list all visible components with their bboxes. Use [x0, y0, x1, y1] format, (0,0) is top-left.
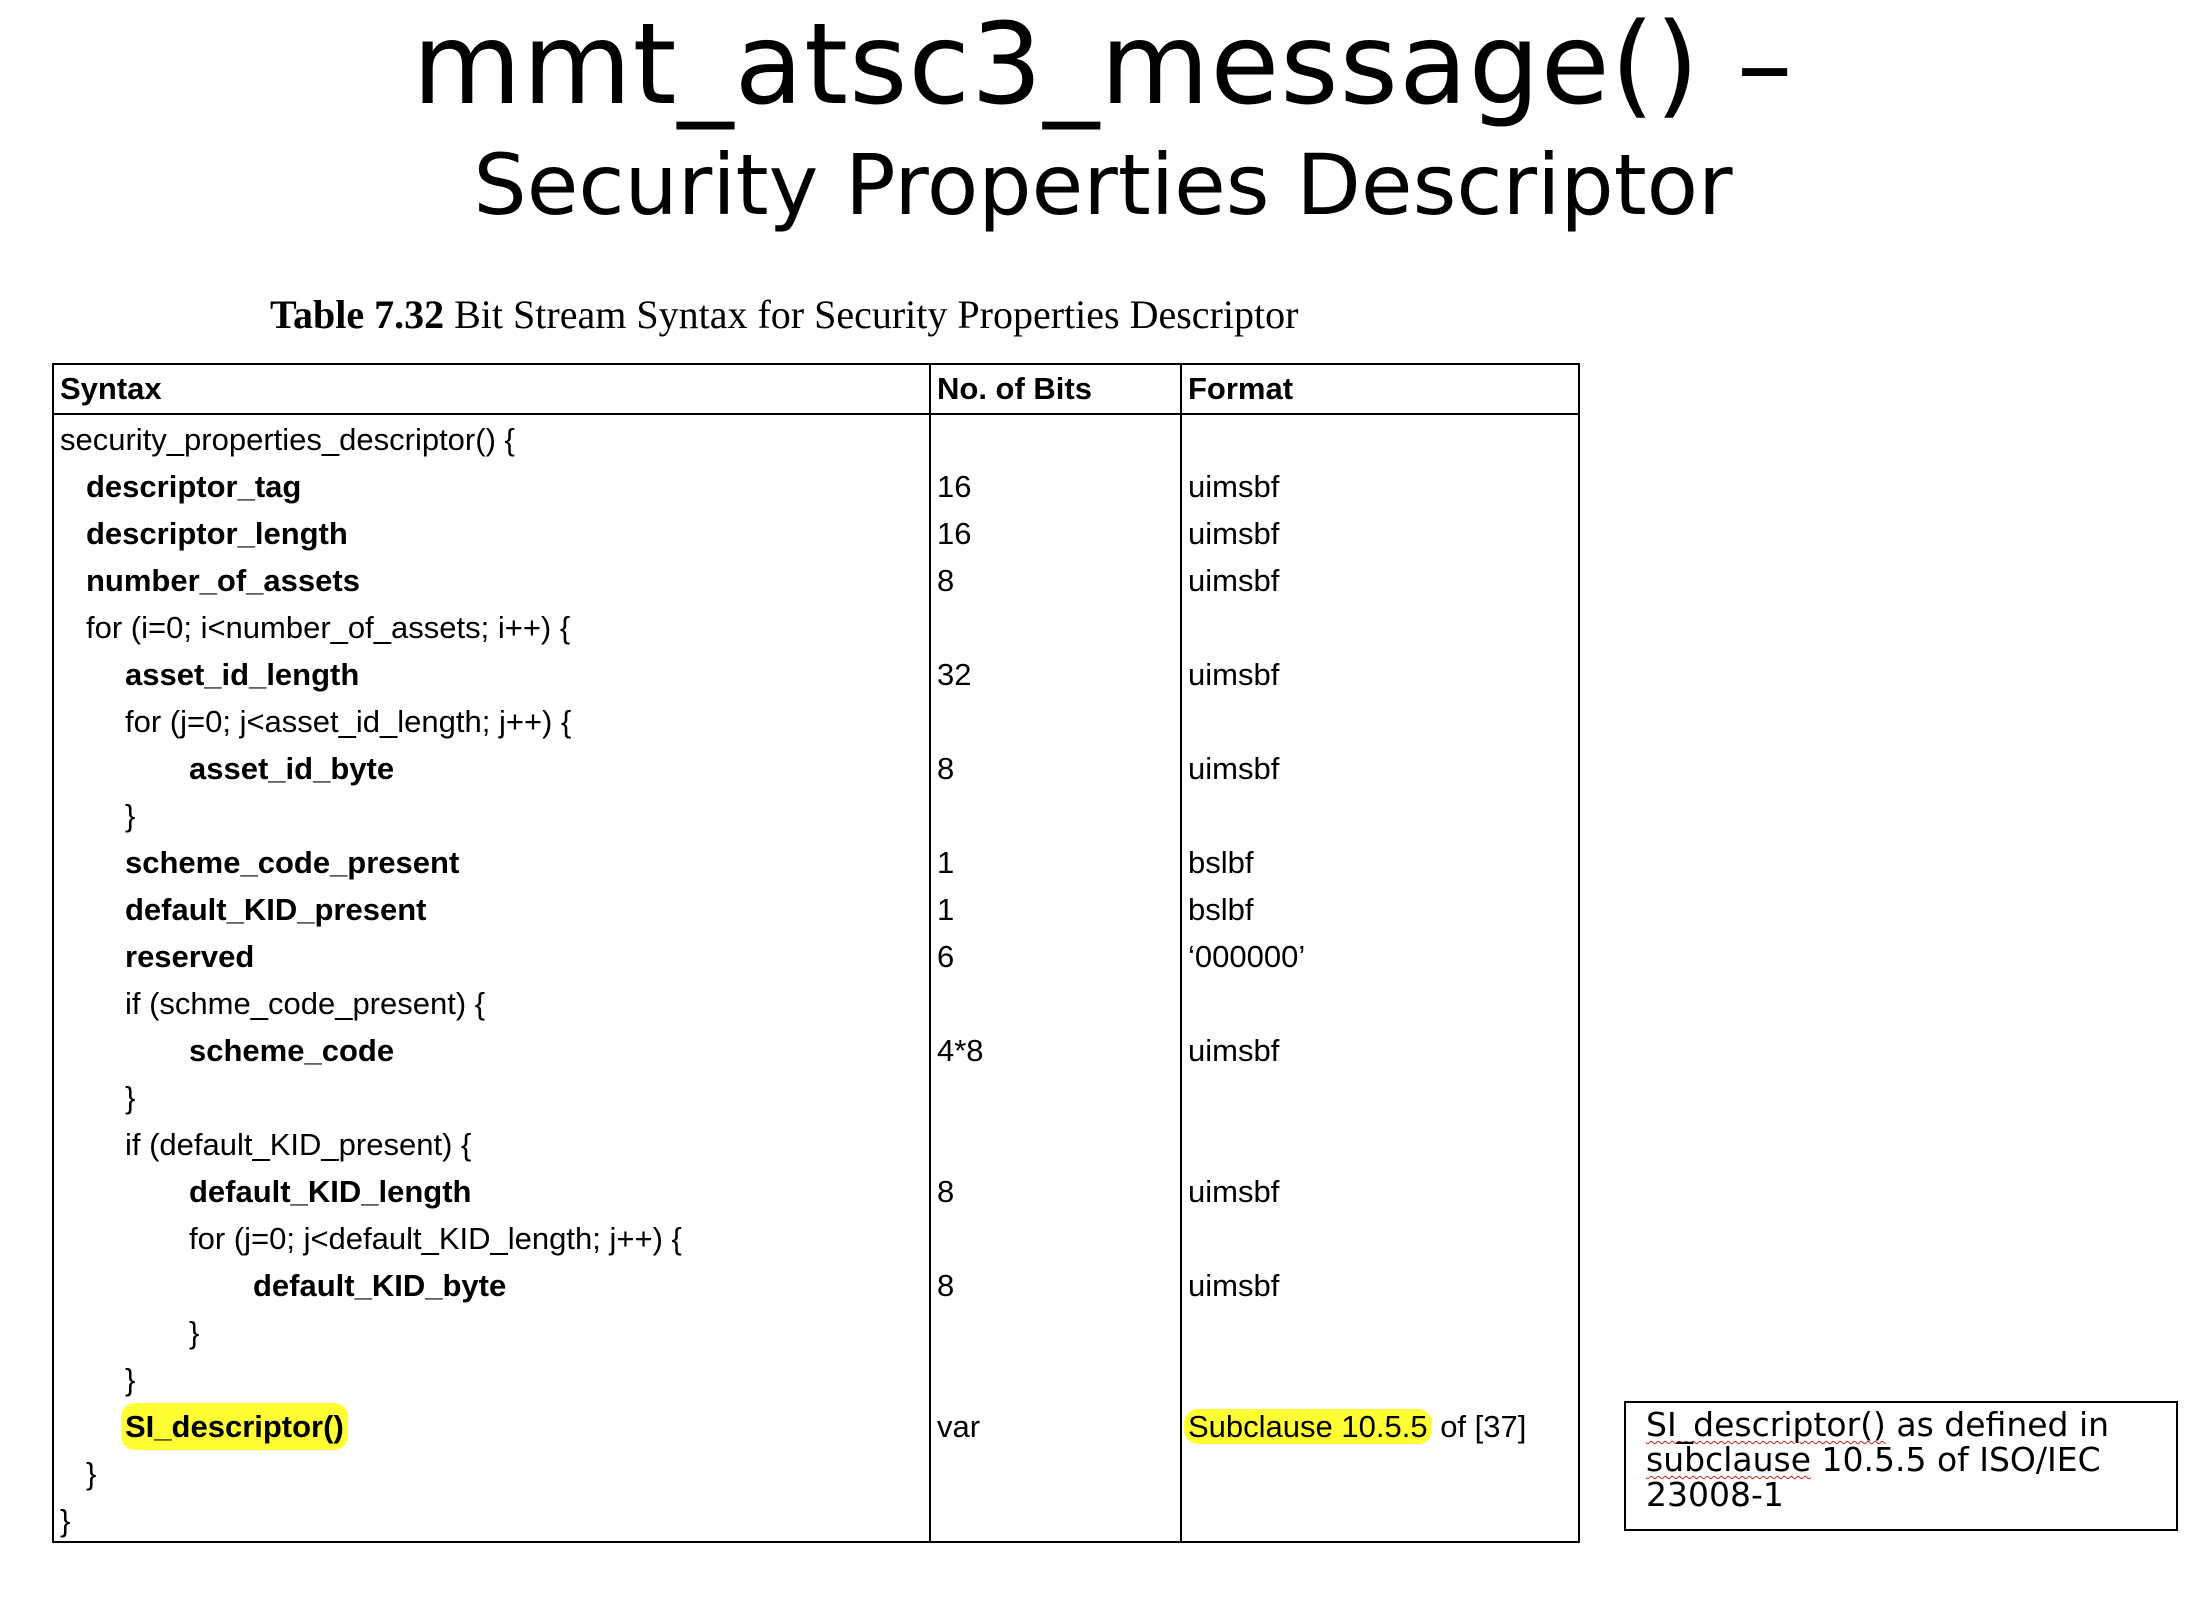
cell-syntax: number_of_assets — [86, 563, 360, 598]
cell-format: bslbf — [1188, 845, 1254, 880]
table-row: } — [54, 792, 1578, 839]
table-row: for (j=0; j<asset_id_length; j++) { — [54, 698, 1578, 745]
cell-format-suffix: of [37] — [1431, 1409, 1527, 1444]
cell-syntax: descriptor_length — [86, 516, 348, 551]
side-note: SI_descriptor() as defined in subclause … — [1624, 1401, 2178, 1531]
table-row: default_KID_present 1 bslbf — [54, 886, 1578, 933]
cell-bits: 8 — [937, 563, 955, 598]
cell-format: uimsbf — [1188, 1174, 1280, 1209]
table-row: scheme_code 4*8 uimsbf — [54, 1027, 1578, 1074]
cell-bits: 4*8 — [937, 1033, 984, 1068]
table-row: reserved 6 ‘000000’ — [54, 933, 1578, 980]
cell-syntax: } — [60, 1503, 71, 1538]
cell-syntax: if (default_KID_present) { — [125, 1127, 472, 1162]
cell-bits: 8 — [937, 1174, 955, 1209]
cell-syntax: reserved — [125, 939, 255, 974]
slide-title: mmt_atsc3_message() – — [412, 0, 1794, 130]
cell-bits: var — [937, 1409, 981, 1444]
table-row: if (schme_code_present) { — [54, 980, 1578, 1027]
cell-syntax: } — [125, 798, 136, 833]
cell-format: uimsbf — [1188, 1033, 1280, 1068]
cell-syntax: scheme_code_present — [125, 845, 460, 880]
cell-syntax: for (i=0; i<number_of_assets; i++) { — [86, 610, 571, 645]
table-row: scheme_code_present 1 bslbf — [54, 839, 1578, 886]
table-caption: Table 7.32 Bit Stream Syntax for Securit… — [270, 290, 1298, 340]
table-row: asset_id_length 32 uimsbf — [54, 651, 1578, 698]
cell-bits: 8 — [937, 1268, 955, 1303]
cell-format: uimsbf — [1188, 516, 1280, 551]
header-bits: No. of Bits — [937, 371, 1092, 406]
cell-format: uimsbf — [1188, 657, 1280, 692]
note-term: SI_descriptor() — [1646, 1405, 1886, 1444]
cell-format: ‘000000’ — [1188, 939, 1306, 974]
table-row: descriptor_tag 16 uimsbf — [54, 463, 1578, 510]
cell-syntax: descriptor_tag — [86, 469, 302, 504]
cell-bits: 16 — [937, 516, 972, 551]
cell-syntax: for (j=0; j<default_KID_length; j++) { — [189, 1221, 682, 1256]
cell-bits: 32 — [937, 657, 972, 692]
cell-bits: 1 — [937, 845, 955, 880]
column-divider — [1180, 365, 1182, 1541]
table-row: number_of_assets 8 uimsbf — [54, 557, 1578, 604]
cell-syntax: default_KID_byte — [253, 1268, 507, 1303]
table-row: } — [54, 1497, 1578, 1544]
table-row: if (default_KID_present) { — [54, 1121, 1578, 1168]
cell-format: bslbf — [1188, 892, 1254, 927]
table-row: } — [54, 1074, 1578, 1121]
cell-syntax: asset_id_byte — [189, 751, 395, 786]
cell-format: uimsbf — [1188, 563, 1280, 598]
cell-format-highlight: Subclause 10.5.5 — [1184, 1409, 1432, 1444]
cell-syntax: security_properties_descriptor() { — [60, 422, 515, 457]
note-text: as defined in — [1885, 1405, 2110, 1444]
table-caption-text: Bit Stream Syntax for Security Propertie… — [444, 292, 1299, 337]
cell-bits: 16 — [937, 469, 972, 504]
table-row: SI_descriptor() var Subclause 10.5.5 of [3… — [54, 1403, 1578, 1450]
table-row: descriptor_length 16 uimsbf — [54, 510, 1578, 557]
column-divider — [929, 365, 931, 1541]
note-text-ref: 10.5.5 of ISO/IEC 23008-1 — [1646, 1440, 2101, 1514]
table-row: default_KID_length 8 uimsbf — [54, 1168, 1578, 1215]
cell-syntax: default_KID_length — [189, 1174, 472, 1209]
cell-syntax: } — [125, 1080, 136, 1115]
cell-syntax: if (schme_code_present) { — [125, 986, 486, 1021]
cell-syntax: SI_descriptor() — [121, 1403, 348, 1450]
cell-format: uimsbf — [1188, 751, 1280, 786]
cell-format: uimsbf — [1188, 469, 1280, 504]
cell-format: Subclause 10.5.5 of [37] — [1184, 1403, 1526, 1450]
note-term-subclause: subclause — [1646, 1440, 1811, 1479]
table-row: asset_id_byte 8 uimsbf — [54, 745, 1578, 792]
header-format: Format — [1188, 371, 1294, 406]
cell-format: uimsbf — [1188, 1268, 1280, 1303]
table-caption-label: Table 7.32 — [270, 292, 445, 337]
cell-syntax: for (j=0; j<asset_id_length; j++) { — [125, 704, 572, 739]
cell-bits: 8 — [937, 751, 955, 786]
table-row: security_properties_descriptor() { — [54, 416, 1578, 463]
cell-bits: 1 — [937, 892, 955, 927]
table-row: for (i=0; i<number_of_assets; i++) { — [54, 604, 1578, 651]
slide-subtitle: Security Properties Descriptor — [473, 136, 1733, 234]
cell-syntax: scheme_code — [189, 1033, 395, 1068]
table-row: } — [54, 1356, 1578, 1403]
cell-syntax: } — [189, 1315, 200, 1350]
table-row: } — [54, 1450, 1578, 1497]
cell-syntax: default_KID_present — [125, 892, 427, 927]
table-row: } — [54, 1309, 1578, 1356]
header-syntax: Syntax — [60, 371, 162, 406]
table-row: for (j=0; j<default_KID_length; j++) { — [54, 1215, 1578, 1262]
syntax-table: Syntax No. of Bits Format security_prope… — [52, 363, 1580, 1543]
cell-syntax: } — [125, 1362, 136, 1397]
table-row: default_KID_byte 8 uimsbf — [54, 1262, 1578, 1309]
cell-bits: 6 — [937, 939, 955, 974]
cell-syntax: asset_id_length — [125, 657, 360, 692]
header-divider — [54, 413, 1578, 415]
cell-syntax: } — [86, 1456, 97, 1491]
